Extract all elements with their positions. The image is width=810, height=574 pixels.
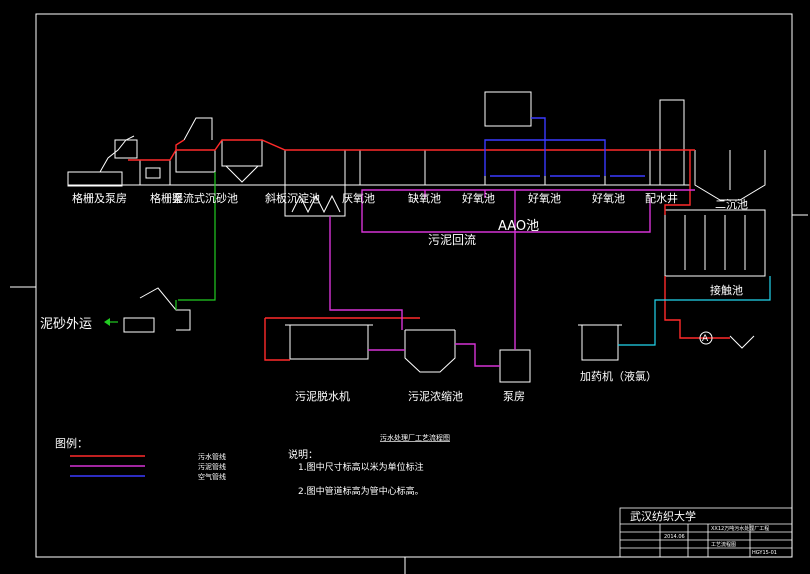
label-aerobic-1: 好氧池 [462, 191, 495, 205]
legend-title: 图例： [55, 436, 88, 450]
pump-room-structure [67, 171, 123, 187]
title-block-sheet: 工艺流程图 [711, 541, 736, 548]
title-block-frame [619, 507, 793, 558]
grit-lift-structure [183, 117, 213, 141]
flow-meter-symbol [699, 331, 713, 345]
sludge-to-thickener [329, 216, 403, 330]
note-line-1: 1.图中尺寸标高以米为单位标注 [298, 461, 424, 473]
title-block-project: XX12万吨污水处理厂工程 [711, 525, 769, 532]
label-anoxic: 缺氧池 [408, 191, 441, 205]
note-line-2: 2.图中管道标高为管中心标高。 [298, 485, 424, 497]
label-secondary-settle: 二沉池 [715, 198, 748, 211]
grille-channel-structure [139, 160, 171, 186]
title-block-date: 2014.06 [664, 534, 685, 540]
secondary-clarifier-structure [694, 150, 766, 201]
inclined-plates [291, 194, 341, 214]
title-block [619, 507, 793, 558]
label-contact-tank: 接触池 [710, 283, 743, 297]
sludge-pipes [329, 189, 695, 367]
label-aao: AAO池 [498, 219, 539, 234]
label-aerobic-2: 好氧池 [528, 191, 561, 205]
aao-basin-structure [359, 149, 691, 186]
grit-classifier-structure [139, 287, 191, 331]
label-aerobic-3: 好氧池 [592, 191, 625, 205]
drawing-frame [35, 13, 793, 558]
dosing-house-structure [581, 324, 619, 361]
sewage-pipes [128, 139, 730, 361]
contact-tank-structure [664, 209, 766, 277]
thickener-structure [404, 330, 456, 373]
sewage-outfall [664, 276, 730, 339]
label-pump-house: 泵房 [503, 390, 525, 403]
notes: 说明： 1.图中尺寸标高以米为单位标注 2.图中管道标高为管中心标高。 [288, 448, 424, 497]
grit-out-arrowhead [104, 318, 110, 326]
notes-heading: 说明： [288, 448, 318, 461]
inclined-settler-structure [284, 149, 346, 217]
label-distribution-well: 配水井 [645, 191, 678, 205]
legend: 图例： 污水管线 污泥管线 空气管线 [55, 436, 226, 481]
label-thickener: 污泥浓缩池 [408, 390, 463, 403]
grit-tank-structure [175, 150, 216, 173]
title-block-org: 武汉纺织大学 [630, 509, 696, 523]
grit-hopper-cone [225, 165, 259, 183]
grit-pipes [175, 172, 216, 310]
label-anaerobic: 厌氧池 [342, 191, 375, 205]
air-pipes [484, 117, 645, 177]
label-dosing: 加药机（液氯） [580, 369, 657, 383]
grit-truck [123, 317, 155, 333]
label-dewatering: 污泥脱水机 [295, 389, 350, 403]
legend-label-sludge: 污泥管线 [198, 462, 226, 471]
meter-cone [729, 335, 755, 349]
legend-label-sewage: 污水管线 [198, 452, 226, 461]
grit-line [178, 172, 216, 301]
chlorine-pipes [618, 276, 771, 346]
sewage-to-contact [664, 150, 691, 215]
title-block-drawing-no: HGY15-01 [752, 550, 777, 556]
sludge-return-line [361, 189, 695, 233]
air-header-east [545, 139, 606, 176]
pump-room-stair [99, 135, 135, 173]
blower-house-structure [484, 91, 532, 127]
label-grit-out: 泥砂外运 [40, 317, 92, 332]
grille-channel-box [145, 167, 161, 179]
sewage-grit-drop [175, 139, 185, 150]
air-header [484, 117, 546, 176]
structures [67, 91, 766, 383]
title-block-text: 武汉纺织大学 XX12万吨污水处理厂工程 2014.06 工艺流程图 HGY15… [630, 509, 777, 556]
label-vortex-grit: 竖流式沉砂池 [172, 191, 238, 205]
label-inclined-settle: 斜板沉淀池 [265, 191, 320, 205]
dewatering-building [289, 324, 369, 360]
label-meter: A [702, 334, 709, 344]
distribution-well-structure [659, 99, 685, 186]
legend-label-air: 空气管线 [198, 472, 226, 481]
label-grille-pump-room: 格栅及泵房 [72, 191, 127, 205]
grit-hopper [221, 139, 263, 167]
sewage-to-dewater [264, 318, 290, 361]
chlorine-dose-line [618, 276, 771, 346]
label-fine-grille: 格栅渠 [150, 191, 183, 205]
sludge-pump-to-dewater [455, 343, 500, 367]
drawing-caption: 污水处理厂工艺流程图 [380, 433, 450, 442]
process-labels: 格栅及泵房 格栅渠 竖流式沉砂池 斜板沉淀池 厌氧池 缺氧池 好氧池 好氧池 好… [40, 191, 748, 403]
sewage-main-line [128, 139, 695, 161]
sludge-pump-house [499, 349, 531, 383]
label-sludge-return: 污泥回流 [428, 233, 476, 247]
pump-room-roof [114, 139, 138, 159]
